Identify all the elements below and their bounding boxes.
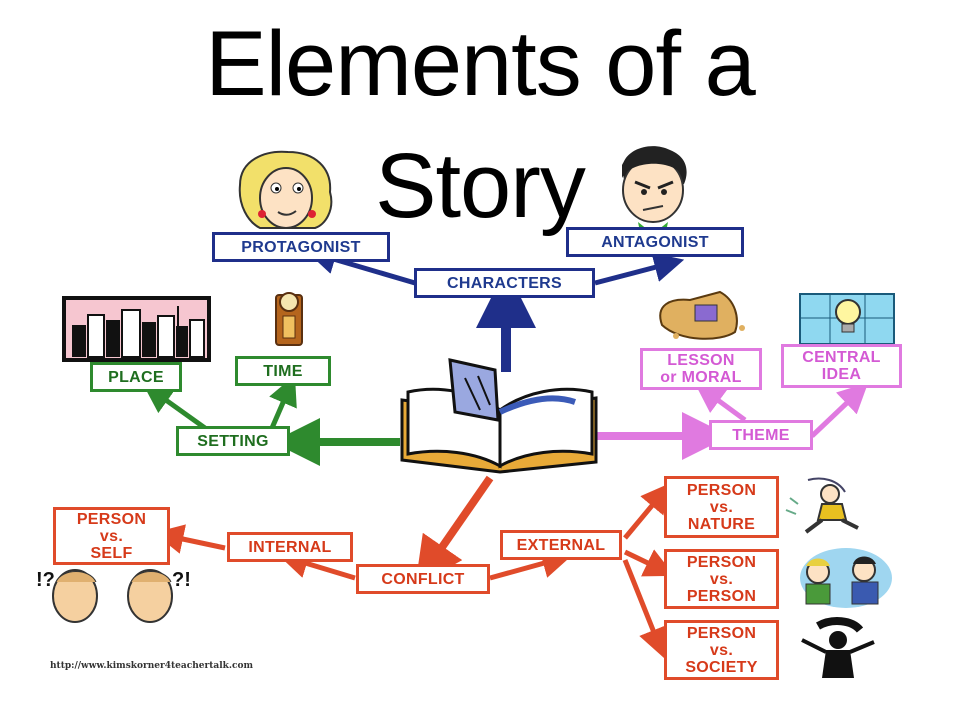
- arrow-to-external: [489, 548, 573, 581]
- arrow-to-protagonist: [306, 245, 416, 286]
- place-box: PLACE: [90, 362, 182, 392]
- antagonist-box: ANTAGONIST: [566, 227, 744, 257]
- arrow-to-lesson: [694, 383, 747, 423]
- protest-figure-icon: [801, 617, 875, 678]
- arrow-to-person-vs-person: [623, 549, 675, 577]
- person-vs-person-box: PERSON vs. PERSON: [664, 549, 779, 609]
- person-vs-self-box: PERSON vs. SELF: [53, 507, 170, 565]
- arrow-to-antagonist: [594, 252, 685, 286]
- conflict-box: CONFLICT: [356, 564, 490, 594]
- girl-face-icon: [238, 150, 333, 229]
- central-idea-box: CENTRAL IDEA: [781, 344, 902, 388]
- arrow-to-place: [142, 383, 207, 431]
- protagonist-box: PROTAGONIST: [212, 232, 390, 262]
- credit-url: http://www.kimskorner4teachertalk.com: [50, 661, 254, 671]
- arrow-to-person-vs-society: [622, 559, 668, 659]
- person-vs-society-box: PERSON vs. SOCIETY: [664, 620, 779, 680]
- characters-box: CHARACTERS: [414, 268, 595, 298]
- person-vs-nature-box: PERSON vs. NATURE: [664, 476, 779, 538]
- internal-box: INTERNAL: [227, 532, 353, 562]
- setting-box: SETTING: [176, 426, 290, 456]
- city-skyline-icon: [62, 296, 211, 362]
- open-book-icon: [400, 358, 598, 474]
- title-line-2: Story: [375, 135, 586, 237]
- lesson-or-moral-box: LESSON or MORAL: [640, 348, 762, 390]
- svg-text:!?: !?: [36, 569, 55, 591]
- arrow-to-internal: [278, 549, 356, 581]
- external-box: EXTERNAL: [500, 530, 622, 560]
- arrow-book-to-conflict: [415, 475, 494, 586]
- running-man-icon: [785, 477, 859, 534]
- svg-text:?!: ?!: [172, 569, 191, 591]
- grandfather-clock-icon: [275, 292, 303, 346]
- angry-boy-icon: [622, 146, 687, 232]
- arguing-men-icon: [800, 548, 892, 608]
- theme-box: THEME: [709, 420, 813, 450]
- title-line-1: Elements of a: [205, 13, 756, 115]
- time-box: TIME: [235, 356, 331, 386]
- arrow-to-central-idea: [810, 382, 869, 438]
- arrow-to-person-vs-nature: [623, 482, 672, 540]
- arrow-to-person-vs-self: [153, 524, 226, 554]
- lightbulb-puzzle-icon: [799, 293, 895, 345]
- arrow-to-time: [269, 375, 297, 429]
- treasure-bag-icon: [659, 290, 745, 340]
- confused-faces-icon: !? ?!: [36, 569, 191, 623]
